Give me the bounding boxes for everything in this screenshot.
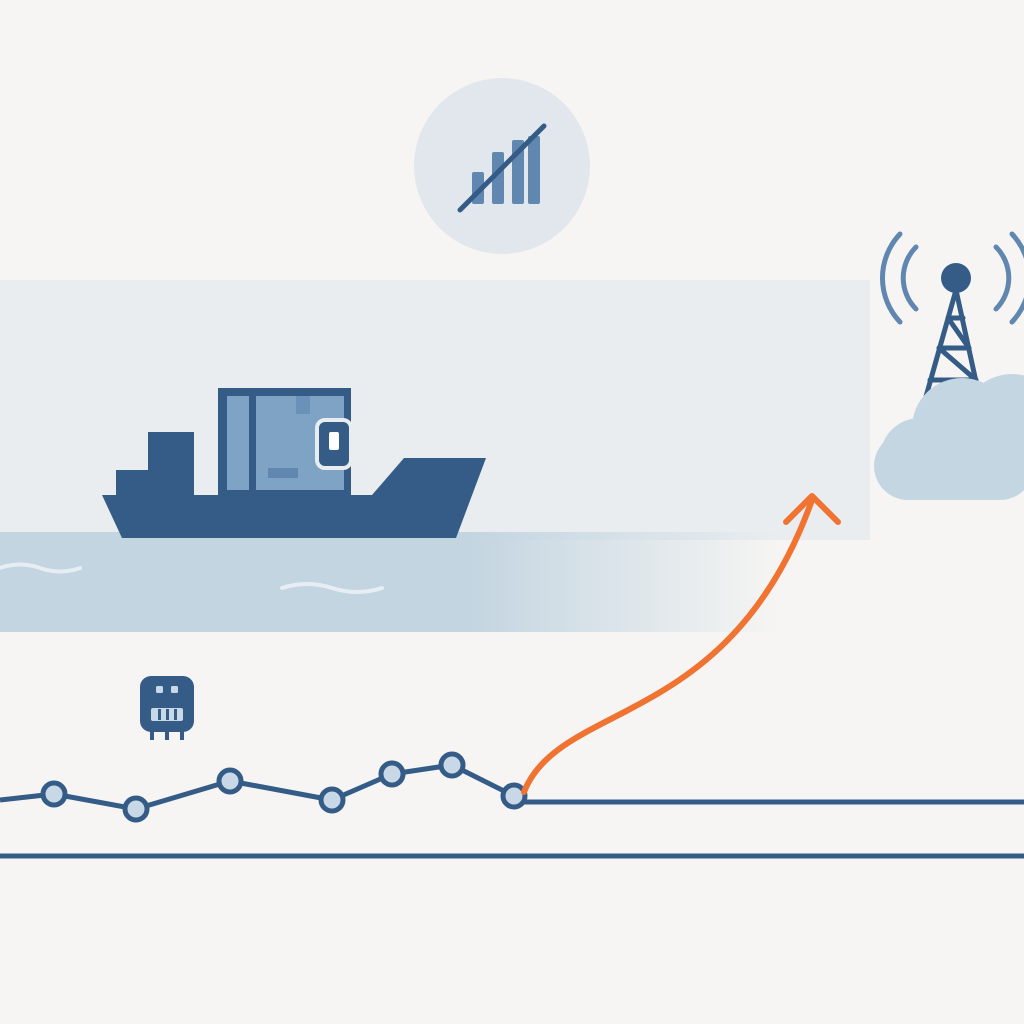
upload-arrow-icon bbox=[521, 493, 841, 795]
water bbox=[0, 532, 780, 632]
signal-waves-icon bbox=[880, 231, 1024, 325]
trace-node bbox=[318, 786, 346, 814]
trace-node bbox=[500, 782, 528, 810]
signal-trace-nodes bbox=[40, 751, 528, 823]
cloud-icon bbox=[874, 374, 1024, 500]
tracker-device-icon bbox=[140, 676, 194, 740]
cargo-ship-icon bbox=[102, 388, 486, 538]
water-waves bbox=[0, 562, 384, 594]
trace-node bbox=[122, 795, 150, 823]
trace-node bbox=[378, 760, 406, 788]
signal-off-badge bbox=[414, 78, 590, 254]
trace-node bbox=[438, 751, 466, 779]
container-tracker-icon bbox=[315, 418, 353, 470]
signal-off-icon bbox=[457, 123, 547, 213]
trace-node bbox=[216, 767, 244, 795]
trace-node bbox=[40, 780, 68, 808]
